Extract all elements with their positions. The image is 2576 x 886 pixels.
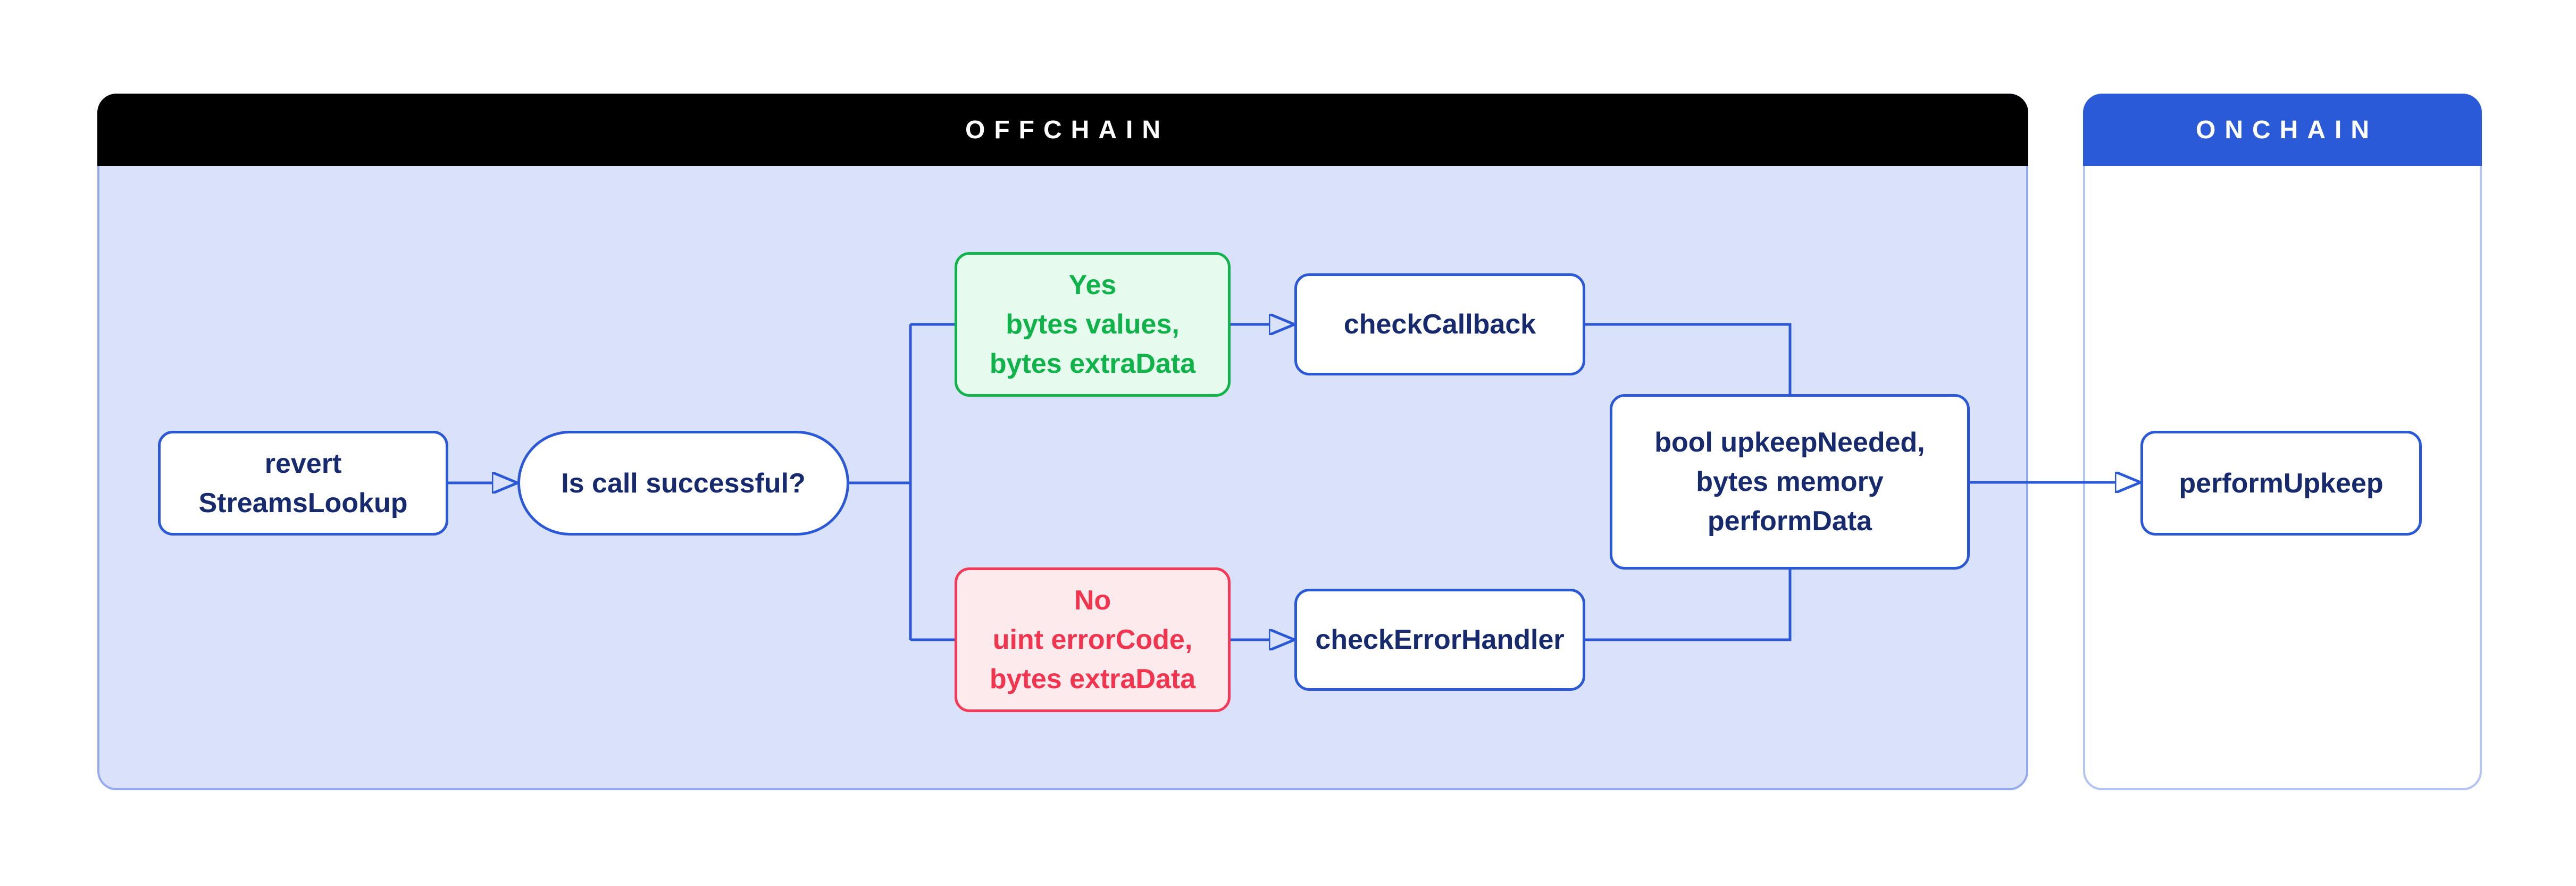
node-label-line: uint errorCode, [992, 624, 1193, 655]
node-label-line: revert [264, 448, 342, 479]
node-label-line: No [1074, 585, 1111, 616]
edge-check-error-handler-to-perform-data [1585, 570, 1792, 641]
node-label-line: performData [1707, 506, 1872, 537]
node-is-call-successful: Is call successful? [517, 431, 849, 536]
offchain-header: OFFCHAIN [97, 94, 2028, 166]
onchain-header: ONCHAIN [2083, 94, 2482, 166]
onchain-header-label: ONCHAIN [2196, 115, 2378, 144]
node-perform-upkeep: performUpkeep [2140, 431, 2422, 536]
node-check-callback: checkCallback [1294, 273, 1585, 375]
node-label-line: bytes memory [1696, 466, 1884, 497]
node-no-branch: No uint errorCode, bytes extraData [955, 567, 1231, 712]
node-check-error-handler: checkErrorHandler [1294, 589, 1585, 691]
node-label-line: bytes values, [1006, 309, 1180, 340]
offchain-header-label: OFFCHAIN [965, 115, 1169, 144]
node-perform-data: bool upkeepNeeded, bytes memory performD… [1610, 394, 1970, 570]
node-label-line: StreamsLookup [198, 487, 408, 519]
node-yes-branch: Yes bytes values, bytes extraData [955, 252, 1231, 397]
node-label-line: bytes extraData [989, 664, 1196, 695]
node-label: checkErrorHandler [1315, 624, 1565, 655]
node-label-line: bool upkeepNeeded, [1654, 427, 1925, 458]
node-revert-streams-lookup: revert StreamsLookup [158, 431, 448, 536]
edge-check-callback-to-perform-data [1585, 323, 1792, 394]
node-label: checkCallback [1343, 309, 1536, 340]
node-label-line: bytes extraData [989, 348, 1196, 379]
node-label-line: Yes [1068, 270, 1117, 300]
node-label: performUpkeep [2179, 467, 2383, 499]
node-label: Is call successful? [561, 467, 806, 499]
